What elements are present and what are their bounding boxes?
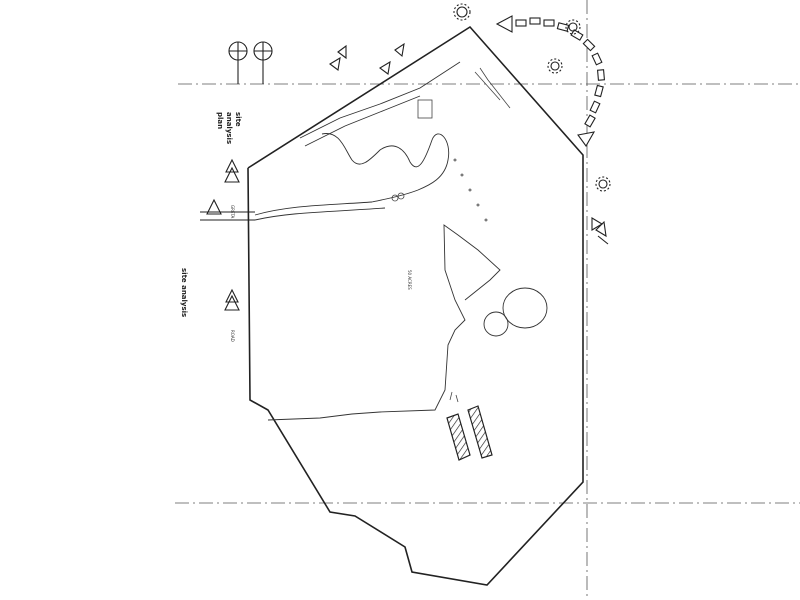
sun-icon bbox=[453, 3, 471, 21]
wind-icon bbox=[379, 60, 391, 75]
pine-tree-icon bbox=[206, 198, 222, 215]
arrow-seg bbox=[543, 19, 555, 27]
mark bbox=[468, 188, 472, 192]
sun-icon bbox=[565, 19, 581, 35]
sun-icon-body bbox=[598, 179, 608, 189]
notation-marks bbox=[391, 67, 511, 403]
area-label: 50 ACRES bbox=[407, 270, 412, 290]
contour-1 bbox=[254, 201, 373, 216]
mark bbox=[417, 99, 433, 119]
sun-symbols bbox=[453, 3, 611, 192]
arrow-seg bbox=[584, 114, 596, 128]
arrow-seg bbox=[556, 22, 570, 32]
arrow-seg bbox=[515, 19, 527, 27]
site-boundary bbox=[247, 25, 584, 586]
arrow-seg bbox=[529, 17, 541, 25]
mark bbox=[453, 158, 457, 162]
wind-icon bbox=[591, 217, 604, 231]
title-block: site analysis plan bbox=[216, 112, 242, 144]
mark bbox=[487, 79, 511, 109]
arrow-seg bbox=[594, 84, 604, 98]
road-label: ROAD bbox=[230, 330, 235, 342]
mark bbox=[476, 203, 480, 207]
arrow-seg bbox=[596, 69, 606, 81]
title-line-1: site bbox=[234, 112, 242, 127]
sun-icon-ring bbox=[547, 58, 563, 74]
sun-icon-body bbox=[568, 22, 578, 32]
wind-icon bbox=[329, 56, 341, 71]
sun-icon bbox=[547, 58, 563, 74]
dam-small bbox=[483, 311, 509, 337]
drawing-labels: site analysis plan site analysis ROAD GR… bbox=[180, 112, 412, 342]
wind-icon-stem bbox=[597, 235, 609, 245]
grid-lines bbox=[175, 0, 800, 600]
mark bbox=[474, 71, 501, 101]
road-side-symbols bbox=[200, 158, 255, 311]
sun-icon-ring bbox=[565, 19, 581, 35]
sun-icon-body bbox=[550, 61, 560, 71]
mark bbox=[397, 192, 405, 200]
arrow-seg bbox=[591, 52, 603, 66]
mark bbox=[479, 67, 489, 81]
pine-tree-icon bbox=[225, 158, 239, 173]
creek-outline bbox=[321, 133, 450, 203]
shed-left bbox=[446, 413, 471, 461]
sun-path-arrow bbox=[495, 15, 606, 148]
sun-icon-ring bbox=[595, 176, 611, 192]
title-line-2: analysis bbox=[225, 112, 233, 144]
sun-icon-body bbox=[456, 6, 468, 18]
wind-icon bbox=[337, 44, 347, 60]
mark bbox=[391, 194, 399, 202]
contour-3 bbox=[299, 61, 461, 139]
sun-icon-ring bbox=[453, 3, 471, 21]
wind-icon bbox=[595, 220, 607, 238]
contour-lines bbox=[254, 61, 461, 221]
vertical-title: site analysis bbox=[180, 268, 188, 317]
shed-right bbox=[467, 405, 493, 459]
contour-2 bbox=[254, 207, 386, 221]
pine-tree-icon bbox=[224, 294, 240, 311]
inner-paddock-outline bbox=[267, 224, 501, 421]
tree-symbols bbox=[228, 41, 273, 84]
title-line-3: plan bbox=[216, 112, 224, 129]
arrow-seg bbox=[570, 29, 584, 41]
mark bbox=[455, 394, 459, 403]
mark bbox=[484, 218, 488, 222]
arrow-head-top bbox=[495, 15, 513, 33]
arrow-seg bbox=[589, 100, 601, 114]
wind-icon bbox=[394, 42, 405, 58]
dam-large bbox=[502, 287, 548, 329]
sun-icon bbox=[595, 176, 611, 192]
arrow-seg bbox=[582, 38, 596, 52]
contour-4 bbox=[304, 95, 421, 147]
wind-symbols bbox=[329, 42, 609, 245]
mark bbox=[460, 173, 464, 177]
street-label: GRETA bbox=[230, 205, 235, 219]
arrow-head-bottom bbox=[577, 131, 596, 148]
mark bbox=[449, 391, 453, 401]
pine-tree-icon bbox=[225, 288, 239, 303]
pine-tree-icon bbox=[224, 166, 240, 183]
